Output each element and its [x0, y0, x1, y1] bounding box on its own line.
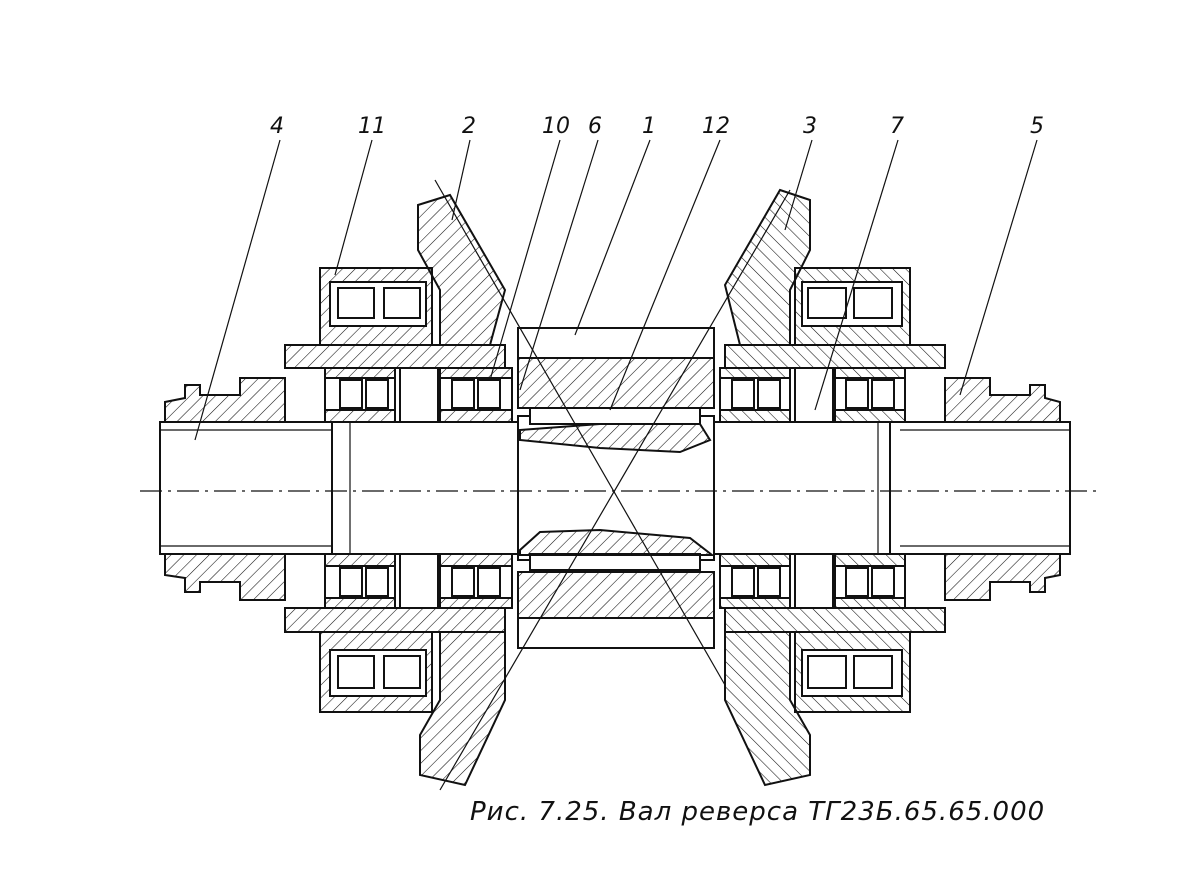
label-12: 12 [702, 114, 730, 139]
leader-lines [194, 139, 1038, 441]
right-hub [719, 188, 946, 787]
label-10: 10 [542, 114, 570, 139]
label-3: 3 [803, 114, 817, 139]
part-labels: 4 11 2 10 6 1 12 3 7 5 [270, 114, 1044, 139]
gear-axes [434, 179, 791, 791]
label-1: 1 [642, 114, 656, 139]
right-end-nut [944, 377, 1061, 601]
label-4: 4 [270, 114, 284, 139]
left-hub [284, 193, 513, 787]
left-end-nut [164, 377, 286, 601]
central-gear [517, 327, 715, 649]
label-6: 6 [588, 114, 602, 139]
figure-caption: Рис. 7.25. Вал реверса ТГ23Б.65.65.000 [470, 797, 1045, 827]
label-5: 5 [1030, 114, 1044, 139]
label-7: 7 [890, 114, 904, 139]
label-2: 2 [462, 114, 476, 139]
label-11: 11 [358, 114, 386, 139]
